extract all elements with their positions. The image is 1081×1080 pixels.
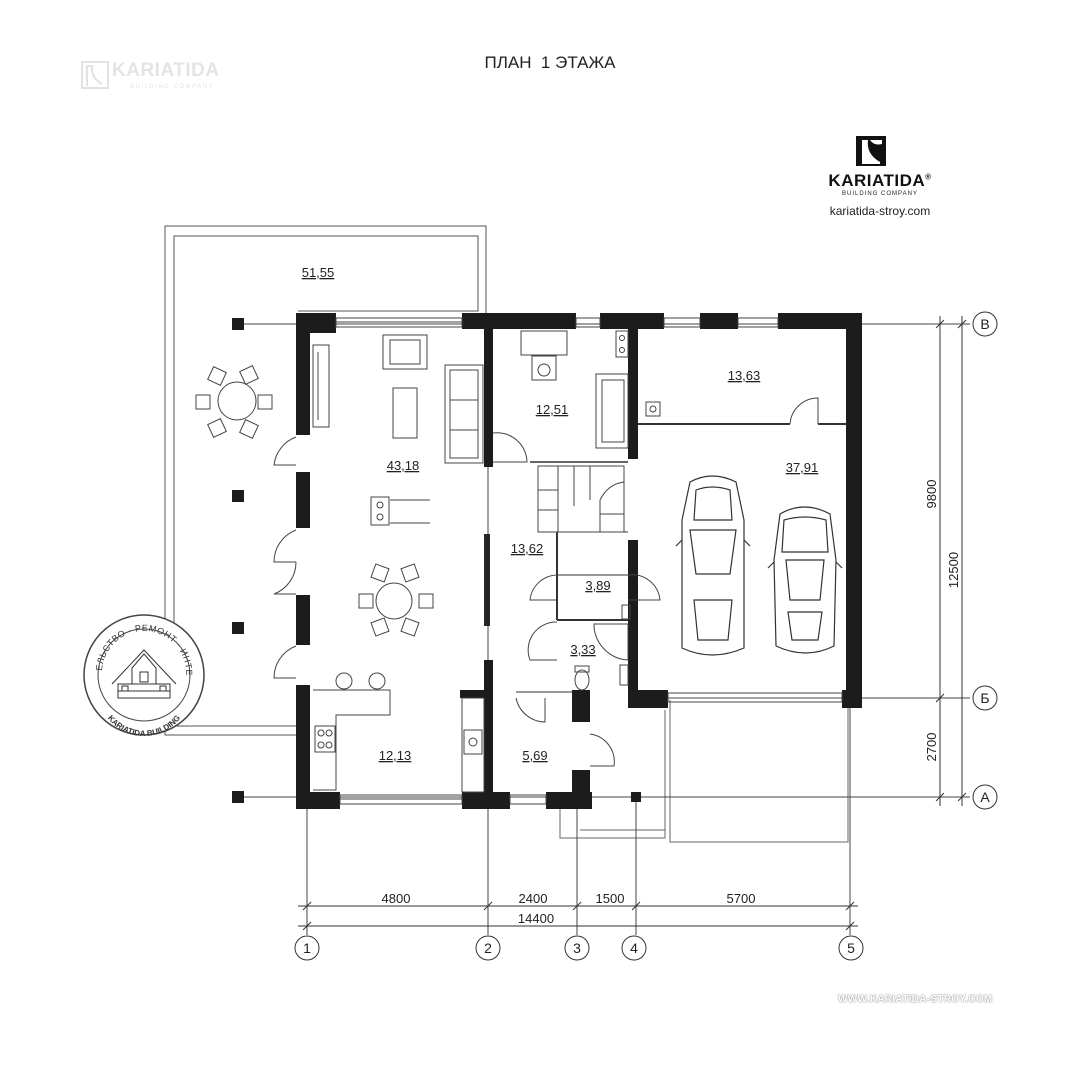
doors xyxy=(273,397,819,767)
dimension-2400: 2400 xyxy=(519,891,548,906)
walls xyxy=(296,313,862,809)
plan-title: ПЛАН 1 ЭТАЖА xyxy=(484,53,616,72)
svg-text:2: 2 xyxy=(484,940,492,956)
room-area-garage-storage: 13,63 xyxy=(728,368,761,383)
right-dimensions xyxy=(935,316,967,806)
dimension-total-12500: 12500 xyxy=(946,552,961,588)
room-area-terrace: 51,55 xyxy=(302,265,335,280)
brand-block: KARIATIDA® BUILDING COMPANY kariatida-st… xyxy=(810,135,950,218)
staircase xyxy=(537,465,625,533)
dimension-9800: 9800 xyxy=(924,480,939,509)
room-labels: 51,55 43,18 12,51 13,62 3,89 3,33 12,13 … xyxy=(302,265,819,763)
dimension-1500: 1500 xyxy=(596,891,625,906)
axis-marker-col-1: 1 xyxy=(294,935,320,961)
svg-text:Б: Б xyxy=(980,690,989,706)
room-area-kitchen: 12,13 xyxy=(379,748,412,763)
brand-website: kariatida-stroy.com xyxy=(829,204,931,218)
axis-marker-col-3: 3 xyxy=(564,935,590,961)
house-stamp-icon xyxy=(111,649,177,699)
room-area-bathroom: 3,33 xyxy=(570,642,595,657)
svg-text:4: 4 xyxy=(630,940,638,956)
watermark-bottom: WWW.KARIATIDA-STROY.COM xyxy=(838,994,993,1005)
study-furniture xyxy=(520,330,661,691)
car-icon xyxy=(767,506,843,654)
room-area-living: 43,18 xyxy=(387,458,420,473)
brand-name: KARIATIDA® xyxy=(828,171,932,190)
porch-outlines xyxy=(559,700,849,843)
living-furniture xyxy=(195,334,485,793)
bottom-dimension-labels: 4800 2400 1500 5700 14400 xyxy=(382,891,756,926)
dimension-4800: 4800 xyxy=(382,891,411,906)
room-area-vestibule: 5,69 xyxy=(522,748,547,763)
room-area-garage: 37,91 xyxy=(786,460,819,475)
axis-marker-col-5: 5 xyxy=(838,935,864,961)
bottom-dimensions xyxy=(298,901,858,931)
axis-marker-col-2: 2 xyxy=(475,935,501,961)
svg-text:1: 1 xyxy=(303,940,311,956)
brand-tagline: BUILDING COMPANY xyxy=(842,191,918,197)
terrace-columns xyxy=(232,318,641,803)
svg-text:5: 5 xyxy=(847,940,855,956)
room-area-study: 12,51 xyxy=(536,402,569,417)
dimension-total-14400: 14400 xyxy=(518,911,554,926)
dimension-2700: 2700 xyxy=(924,733,939,762)
svg-text:А: А xyxy=(980,789,990,805)
axis-marker-col-4: 4 xyxy=(621,935,647,961)
company-stamp: СТРОИТЕЛЬСТВО · РЕМОНТ · ИНТЕРЬЕРЫ KARIA… xyxy=(0,0,205,738)
svg-text:В: В xyxy=(980,316,989,332)
axis-marker-row-a: А xyxy=(972,784,998,810)
room-area-storage: 3,89 xyxy=(585,578,610,593)
kariatida-logo-icon xyxy=(856,136,886,166)
axis-marker-row-v: В xyxy=(972,311,998,337)
watermark-top-tagline: BUILDING COMPANY xyxy=(130,84,214,90)
axis-markers: 1 2 3 4 5 В Б А xyxy=(294,311,998,961)
partitions xyxy=(516,423,847,693)
right-dimension-labels: 9800 2700 12500 xyxy=(924,480,961,762)
dimension-5700: 5700 xyxy=(727,891,756,906)
svg-text:3: 3 xyxy=(573,940,581,956)
watermark-top: KARIATIDA xyxy=(112,60,220,81)
car-icon xyxy=(675,475,751,656)
axis-marker-row-b: Б xyxy=(972,685,998,711)
room-area-hall: 13,62 xyxy=(511,541,544,556)
watermark-logo-icon xyxy=(81,61,109,89)
windows xyxy=(335,317,843,805)
terrace xyxy=(164,225,487,736)
